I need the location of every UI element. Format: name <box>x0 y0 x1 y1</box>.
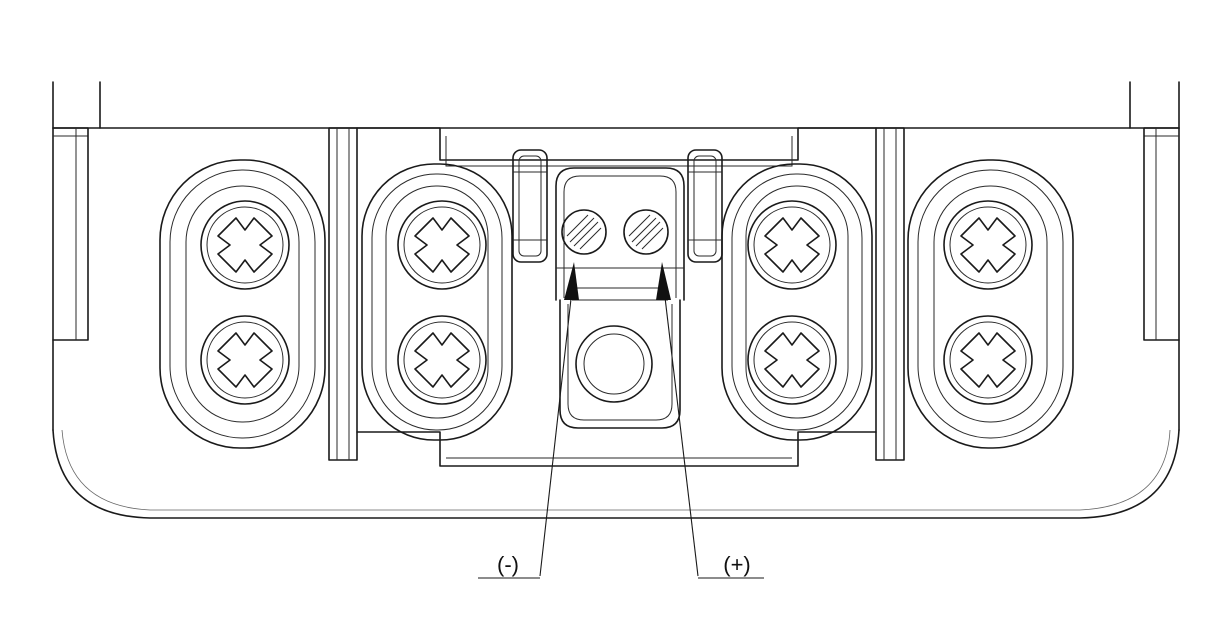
screw-icon <box>943 200 1033 290</box>
latch-slot-right <box>687 149 723 263</box>
positive-terminal-screw <box>623 209 669 255</box>
screw-icon <box>747 315 837 405</box>
negative-terminal-screw <box>561 209 607 255</box>
right-inner-screw-pocket <box>721 163 873 441</box>
screw-icon <box>200 315 290 405</box>
housing-outline <box>52 81 1180 519</box>
screw-icon <box>397 315 487 405</box>
right-outer-screw-pocket <box>907 159 1074 449</box>
screw-icon <box>943 315 1033 405</box>
latch-slot-left <box>512 149 548 263</box>
cable-gland-hole <box>575 325 653 403</box>
center-terminal-block <box>512 149 723 429</box>
screw-icon <box>200 200 290 290</box>
left-inner-screw-pocket <box>361 163 513 441</box>
left-outer-screw-pocket <box>159 159 326 449</box>
positive-callout-label: (+) <box>723 552 751 577</box>
negative-callout-label: (-) <box>497 552 519 577</box>
center-plate <box>356 127 877 467</box>
negative-callout-leader <box>478 262 579 579</box>
positive-callout-leader <box>656 262 764 579</box>
screw-icon <box>397 200 487 290</box>
screw-icon <box>747 200 837 290</box>
